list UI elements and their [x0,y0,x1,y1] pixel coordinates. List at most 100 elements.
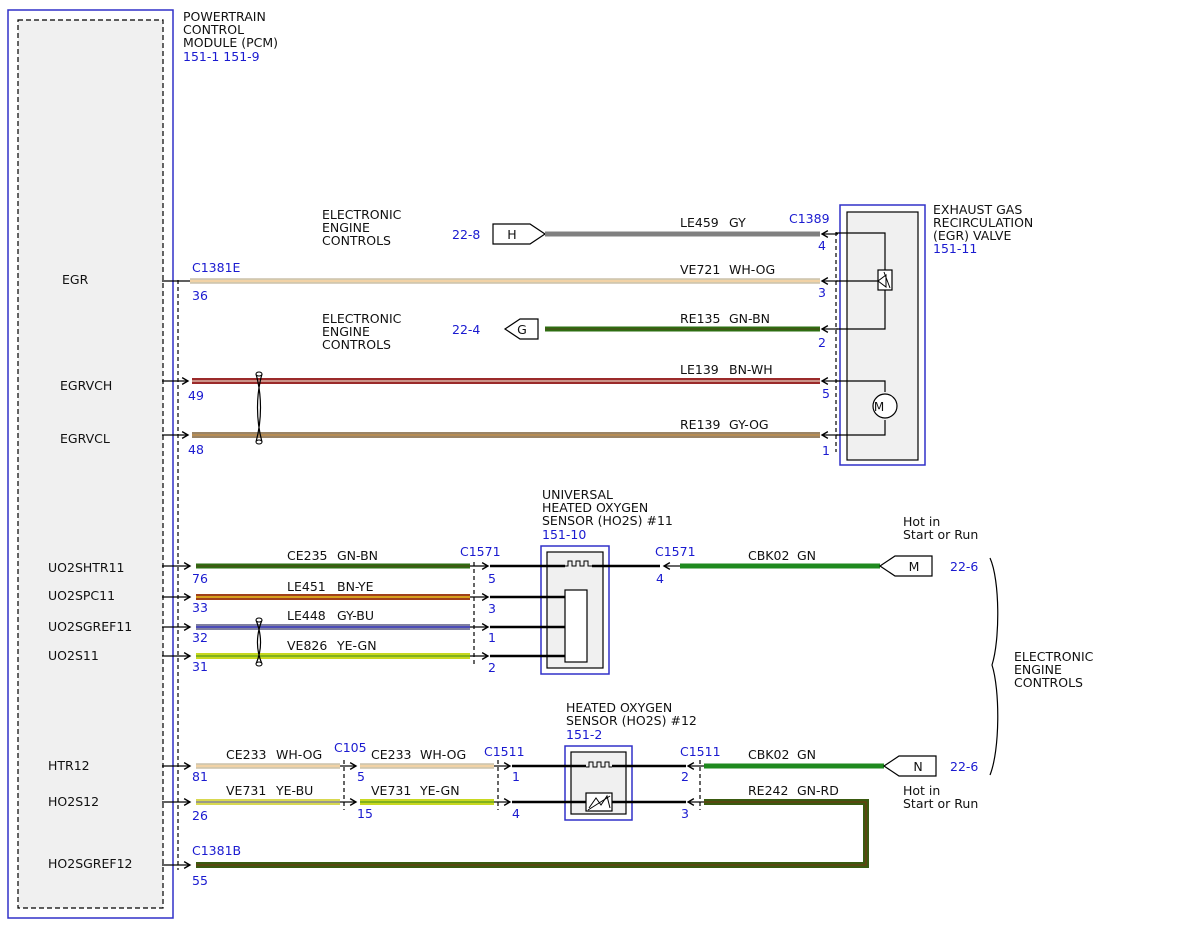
hot-bottom-page[interactable]: 22-6 [950,759,978,774]
pcm-pin-number-egrvch: 49 [188,388,204,403]
eec-right-line-2: ENGINE [1014,662,1062,677]
pcm-pin-uo2s11: UO2S11 [48,648,99,663]
egr-ref[interactable]: 151-11 [933,241,977,256]
connector-c1389[interactable]: C1389 [789,211,830,226]
wire-le139-circuit: LE139 [680,362,719,377]
eec-mid-connector-symbol [503,318,539,340]
egr-motor-label: M [874,400,884,414]
wire-ve731-b-color: YE-GN [419,783,460,798]
uho2s11-component [540,545,610,675]
wire-le451-circuit: LE451 [287,579,326,594]
uho2s11-pin-1: 1 [488,630,496,645]
connector-c1381e[interactable]: C1381E [192,260,241,275]
egr-title-line-3: (EGR) VALVE [933,228,1011,243]
pcm-pin-ho2sgref12: HO2SGREF12 [48,856,133,871]
uho2s11-title-line-3: SENSOR (HO2S) #11 [542,513,673,528]
eec-top-line-2: ENGINE [322,220,370,235]
eec-right-line-3: CONTROLS [1014,675,1083,690]
pcm-title-line-2: CONTROL [183,22,244,37]
egr-pin-2: 2 [818,335,826,350]
pcm-ref[interactable]: 151-1 151-9 [183,49,260,64]
eec-top-line-1: ELECTRONIC [322,207,402,222]
wire-re242-circuit: RE242 [748,783,788,798]
wire-re139-circuit: RE139 [680,417,720,432]
ho2s12-title-line-2: SENSOR (HO2S) #12 [566,713,697,728]
wire-ve731-b-circuit: VE731 [371,783,411,798]
wire-re242 [196,799,869,868]
uho2s11-pin-3: 3 [488,601,496,616]
twisted-pair-symbol-egr [255,373,263,443]
wire-le448-color: GY-BU [337,608,374,623]
pcm-pin-egrvcl: EGRVCL [60,431,110,446]
wire-ce235-circuit: CE235 [287,548,328,563]
egr-pin-1: 1 [822,443,830,458]
ho2s12-pin-4: 4 [512,806,520,821]
ho2s12-pin-3: 3 [681,806,689,821]
egr-title-line-1: EXHAUST GAS [933,202,1022,217]
pcm-pin-uo2spc11: UO2SPC11 [48,588,115,603]
ho2s12-component [564,745,633,821]
wire-re135-color: GN-BN [729,311,770,326]
uho2s11-pin-2: 2 [488,660,496,675]
wire-ce233-b-circuit: CE233 [371,747,412,762]
wire-ve826-color: YE-GN [336,638,377,653]
uho2s11-title-line-2: HEATED OXYGEN [542,500,648,515]
pcm-title-line-3: MODULE (PCM) [183,35,278,50]
hot-bottom-label: N [913,759,922,774]
egr-pin-4: 4 [818,238,826,253]
twisted-pair-symbol-ho2s [255,619,263,665]
wire-ce233-a-color: WH-OG [276,747,322,762]
pcm-pin-number-egr: 36 [192,288,208,303]
connector-c1571-right[interactable]: C1571 [655,544,696,559]
pcm-pin-uo2sgref11: UO2SGREF11 [48,619,132,634]
wire-re139-color: GY-OG [729,417,769,432]
pcm-title-line-1: POWERTRAIN [183,9,266,24]
hot-bottom-connector-symbol [882,755,937,777]
eec-mid-page[interactable]: 22-4 [452,322,480,337]
eec-mid-label: G [517,322,527,337]
pcm-pin-number-uo2sgref11: 32 [192,630,208,645]
pcm-pin-number-ho2sgref12: 55 [192,873,208,888]
ho2s12-ref[interactable]: 151-2 [566,727,602,742]
wire-le451-color: BN-YE [337,579,374,594]
hot-top-page[interactable]: 22-6 [950,559,978,574]
wire-le139-color: BN-WH [729,362,773,377]
pcm-pin-uo2shtr11: UO2SHTR11 [48,560,125,575]
eec-top-page[interactable]: 22-8 [452,227,480,242]
pcm-pin-number-egrvcl: 48 [188,442,204,457]
hot-top-label: M [909,559,920,574]
ho2s12-pin-2: 2 [681,769,689,784]
pcm-pin-number-uo2shtr11: 76 [192,571,208,586]
c105-pin-15: 15 [357,806,373,821]
connector-c105[interactable]: C105 [334,740,367,755]
wire-ve731-a-circuit: VE731 [226,783,266,798]
wire-cbk02-bottom-color: GN [797,747,816,762]
uho2s11-ref[interactable]: 151-10 [542,527,586,542]
uho2s11-pin-4: 4 [656,571,664,586]
wire-ve826-circuit: VE826 [287,638,327,653]
connector-c1511-left[interactable]: C1511 [484,744,525,759]
wire-ve721-circuit: VE721 [680,262,720,277]
wire-le459-color: GY [729,215,746,230]
connector-c1381b[interactable]: C1381B [192,843,241,858]
wire-cbk02-top-color: GN [797,548,816,563]
hot-bottom-line-2: Start or Run [903,796,978,811]
wire-le459-circuit: LE459 [680,215,719,230]
egr-pin-5: 5 [822,386,830,401]
hot-top-connector-symbol [878,555,933,577]
wire-ce235-color: GN-BN [337,548,378,563]
eec-mid-line-2: ENGINE [322,324,370,339]
wire-re242-color: GN-RD [797,783,839,798]
wire-ve731-a-color: YE-BU [275,783,313,798]
pcm-pin-egrvch: EGRVCH [60,378,112,393]
connector-c1571-left[interactable]: C1571 [460,544,501,559]
ho2s12-title-line-1: HEATED OXYGEN [566,700,672,715]
pcm-pin-number-uo2s11: 31 [192,659,208,674]
pcm-pin-egr: EGR [62,272,89,287]
eec-mid-line-1: ELECTRONIC [322,311,402,326]
connector-c1511-right[interactable]: C1511 [680,744,721,759]
eec-mid-line-3: CONTROLS [322,337,391,352]
wire-re135-circuit: RE135 [680,311,720,326]
uho2s11-title-line-1: UNIVERSAL [542,487,613,502]
